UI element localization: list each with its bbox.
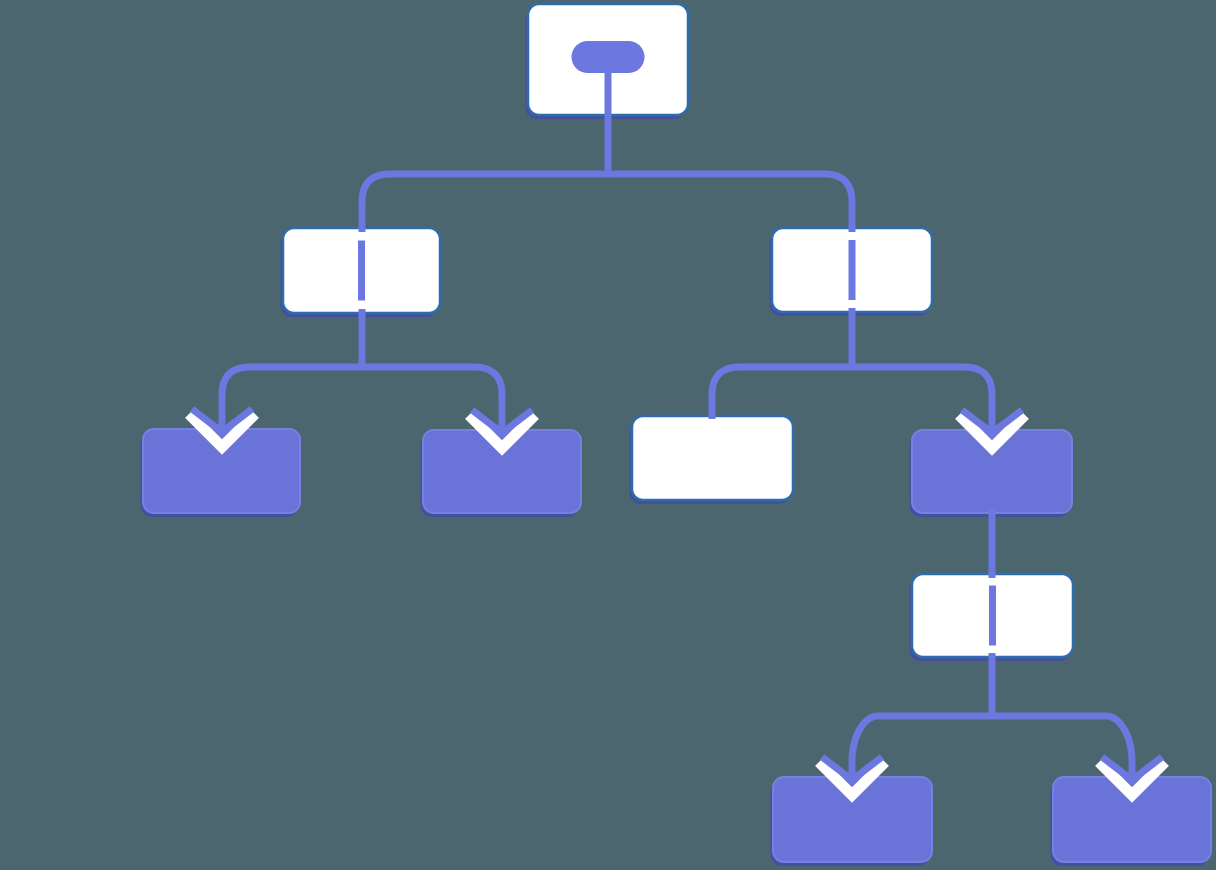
chevron-outline — [815, 758, 889, 803]
connector-branch-lower-to-children — [848, 712, 1136, 781]
node-body-white[interactable] — [630, 414, 795, 502]
node-branch-lower[interactable] — [909, 572, 1075, 661]
node-leaf-3[interactable] — [909, 429, 1073, 517]
chevron-arrow-icon — [465, 407, 539, 456]
node-branch-left[interactable] — [280, 226, 442, 317]
chevron-outline — [185, 410, 259, 455]
node-leaf-1[interactable] — [140, 428, 301, 517]
connector-root-to-branches — [358, 170, 856, 232]
chevron-fill — [959, 407, 1025, 438]
chevron-arrow-icon — [1095, 754, 1169, 803]
chevron-arrow-icon — [815, 754, 889, 803]
pill-node-icon — [571, 41, 645, 73]
nodes-layer — [140, 2, 1212, 866]
chevron-fill — [819, 754, 885, 785]
chevron-fill — [1099, 754, 1165, 785]
chevron-arrow-icon — [955, 407, 1029, 456]
chevron-outline — [1095, 758, 1169, 803]
connector-branch-right-to-children — [708, 363, 996, 434]
vbar-icon — [848, 240, 856, 300]
connector-branch-left-to-children — [218, 363, 506, 434]
chevron-outline — [465, 411, 539, 456]
arrows-layer — [185, 406, 1169, 803]
node-child-plain[interactable] — [629, 414, 795, 504]
vbar-icon — [989, 585, 996, 646]
chevron-fill — [189, 406, 255, 437]
connectors-layer — [218, 70, 1136, 781]
chevron-outline — [955, 411, 1029, 456]
vbar-icon — [358, 240, 365, 301]
chevron-arrow-icon — [185, 406, 259, 455]
node-root[interactable] — [525, 2, 690, 119]
node-branch-right[interactable] — [769, 226, 934, 316]
chevron-fill — [469, 407, 535, 438]
node-leaf-4[interactable] — [770, 776, 933, 866]
